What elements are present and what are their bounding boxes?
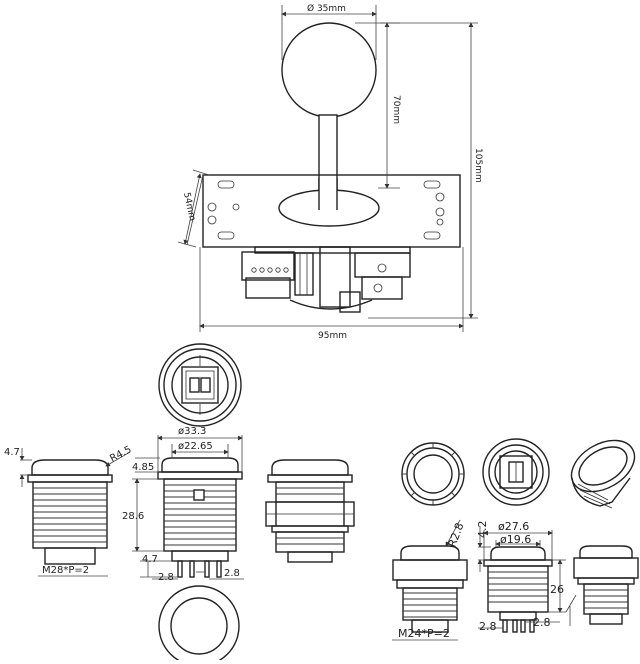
dim-plate-width: 95mm: [318, 331, 347, 341]
small-button-side-view: R2.8 M24*P=2: [392, 519, 468, 641]
small-button-thread-2: [488, 571, 548, 603]
large-button-nut-view: [265, 459, 355, 563]
large-dim-terminal-offset: 4.7: [142, 554, 158, 565]
small-dim-radius: R2.8: [446, 521, 467, 549]
joystick-dim-total: 105mm: [368, 22, 483, 319]
small-button-thread: [402, 587, 458, 621]
joystick-drawing: Ø 35mm 70mm 105mm 54mm 95: [177, 3, 483, 341]
large-button-top-view: [158, 343, 242, 427]
joystick-dim-ball: Ø 35mm: [281, 3, 377, 60]
large-button-terminals: [177, 560, 222, 578]
small-button-side-view-right: [569, 545, 639, 626]
joystick-plate-slots: [207, 180, 445, 240]
large-button-nut: [265, 501, 355, 533]
small-button-dimension-view: 4.2 ø27.6 ø19.6 26 2.8 2.8: [476, 520, 577, 633]
large-dim-body-diameter: ø22.65: [178, 441, 213, 452]
small-button-terminals: [499, 611, 537, 633]
large-dim-terminal-gap-right: 2.8: [224, 568, 240, 579]
joystick-dim-plate-width: 95mm: [199, 247, 464, 341]
dim-shaft-height: 70mm: [391, 95, 401, 124]
large-dim-terminal-gap-left: 2.8: [158, 572, 174, 583]
small-button-top-view: [482, 438, 550, 506]
large-button-dimension-view: ø33.3 ø22.65 4.85 28.6 4.7 2.8 2.8: [122, 426, 244, 583]
small-dim-terminal-gap-left: 2.8: [479, 620, 497, 633]
small-button-perspective-view: [570, 439, 636, 509]
small-dim-body-height: 26: [550, 583, 564, 596]
small-dim-body-diameter: ø19.6: [500, 533, 531, 546]
dim-total-height: 105mm: [473, 148, 483, 183]
small-dim-bezel-diameter: ø27.6: [498, 520, 529, 533]
small-button-ring-view: [401, 442, 465, 506]
large-dim-radius: R4.5: [108, 444, 133, 464]
small-dim-top-thickness: 4.2: [476, 521, 489, 539]
dim-plate-depth: 54mm: [181, 192, 197, 222]
joystick-mechanism: [241, 246, 411, 313]
small-dim-terminal-gap-right: 2.8: [533, 616, 551, 629]
large-button-thread: [32, 481, 108, 549]
dim-ball-diameter: Ø 35mm: [307, 3, 346, 14]
large-dim-thread: M28*P=2: [42, 565, 89, 576]
large-button-thread-2: [164, 484, 236, 546]
large-dim-bezel-diameter: ø33.3: [178, 426, 206, 437]
small-dim-thread: M24*P=2: [398, 627, 450, 640]
large-button-side-view: 4.7 R4.5 M28*P=2: [4, 444, 134, 577]
joystick-ball: [281, 22, 377, 118]
joystick-dim-plate-depth: 54mm: [177, 169, 210, 248]
large-dim-cap-height: 4.85: [132, 462, 154, 473]
large-dim-body-height: 28.6: [122, 511, 144, 522]
large-dim-top-thickness: 4.7: [4, 447, 20, 458]
large-button-bezel-ring: [158, 585, 240, 664]
